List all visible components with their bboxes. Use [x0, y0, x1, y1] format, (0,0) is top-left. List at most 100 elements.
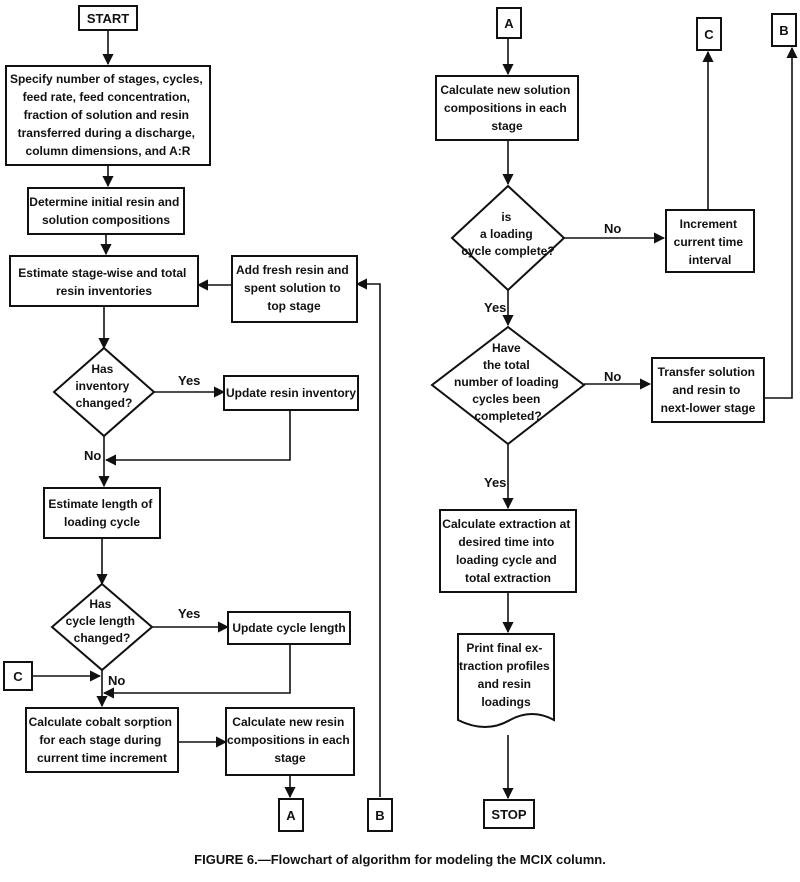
connector-c-left: C [3, 661, 33, 691]
label-total-yes: Yes [484, 475, 506, 490]
connector-b-bottom: B [367, 798, 393, 832]
calc-cobalt-line-3: current time increment [37, 751, 167, 765]
update-cycle-length-text: Update cycle length [232, 621, 345, 635]
estimate-inv-line-2: resin inventories [56, 284, 152, 298]
add-fresh-resin-box: Add fresh resin and spent solution to to… [231, 255, 358, 323]
determine-initial-box: Determine initial resin and solution com… [27, 187, 185, 235]
specify-parameters-text: Specify number of stages, cycles, feed r… [10, 72, 206, 158]
label-total-no: No [604, 369, 621, 384]
is-loading-text: is a loading cycle complete? [461, 210, 554, 258]
has-cycle-line-3: changed? [74, 631, 131, 645]
transfer-line-1: Transfer solution [658, 365, 755, 379]
has-cycle-text: Has cycle length changed? [66, 597, 139, 645]
label-loading-yes: Yes [484, 300, 506, 315]
label-cycle-no: No [108, 673, 125, 688]
increment-time-text: Increment current time interval [674, 217, 747, 267]
has-inventory-line-3: changed? [76, 396, 133, 410]
calc-new-resin-box: Calculate new resin compositions in each… [225, 707, 355, 776]
print-final-text: Print final ex- traction profiles and re… [459, 641, 553, 709]
has-inventory-line-1: Has [91, 362, 113, 376]
label-inventory-no: No [84, 448, 101, 463]
connector-b-top: B [771, 13, 797, 47]
increment-line-2: current time [674, 235, 744, 249]
calc-new-solution-box: Calculate new solution compositions in e… [435, 75, 579, 141]
have-total-cycles-decision: Have the total number of loading cycles … [430, 325, 586, 446]
label-inventory-yes: Yes [178, 373, 200, 388]
connector-a-bottom: A [278, 798, 304, 832]
edge-transfer-to-b [764, 46, 798, 399]
print-final-line-2: traction profiles [459, 659, 550, 673]
label-cycle-yes: Yes [178, 606, 200, 621]
start-terminal: START [78, 5, 138, 31]
calc-extraction-line-2: desired time into [458, 535, 554, 549]
have-total-line-1: Have [492, 341, 521, 355]
edge-labels: Yes No Yes No No Yes No Yes [84, 221, 621, 688]
transfer-solution-box: Transfer solution and resin to next-lowe… [651, 357, 765, 423]
specify-line-2: feed rate, feed concentration, [23, 90, 190, 104]
calc-extraction-text: Calculate extraction at desired time int… [442, 517, 573, 585]
edge-update-inv-merge [104, 410, 291, 466]
specify-line-4: transferred during a discharge, [18, 126, 195, 140]
stop-label: STOP [491, 807, 526, 822]
update-resin-inventory-text: Update resin inventory [226, 386, 356, 400]
add-fresh-line-1: Add fresh resin and [236, 263, 349, 277]
increment-time-box: Increment current time interval [665, 209, 755, 273]
start-label: START [87, 11, 129, 26]
have-total-text: Have the total number of loading cycles … [454, 341, 562, 423]
have-total-line-4: cycles been [472, 392, 540, 406]
increment-line-1: Increment [680, 217, 737, 231]
connector-b-top-label: B [779, 23, 788, 38]
calc-extraction-line-3: loading cycle and [456, 553, 557, 567]
is-loading-line-3: cycle complete? [461, 244, 554, 258]
calc-cobalt-sorption-box: Calculate cobalt sorption for each stage… [25, 707, 179, 773]
print-final-line-1: Print final ex- [466, 641, 542, 655]
has-inventory-line-2: inventory [75, 379, 129, 393]
estimate-length-box: Estimate length of loading cycle [43, 487, 161, 539]
transfer-line-2: and resin to [672, 383, 740, 397]
determine-initial-text: Determine initial resin and solution com… [29, 195, 182, 227]
have-total-line-3: number of loading [454, 375, 559, 389]
estimate-inventories-box: Estimate stage-wise and total resin inve… [9, 255, 199, 307]
increment-line-3: interval [689, 253, 732, 267]
estimate-inventories-text: Estimate stage-wise and total resin inve… [18, 266, 189, 298]
have-total-line-2: the total [483, 358, 530, 372]
print-final-document: Print final ex- traction profiles and re… [457, 633, 555, 728]
calc-cobalt-line-1: Calculate cobalt sorption [29, 715, 172, 729]
estimate-inv-line-1: Estimate stage-wise and total [18, 266, 186, 280]
calc-resin-line-1: Calculate new resin [232, 715, 344, 729]
edge-b-to-addfresh [355, 278, 381, 797]
calc-extraction-line-4: total extraction [465, 571, 551, 585]
flowchart: Yes No Yes No No Yes No Yes START Specif… [3, 5, 798, 832]
estimate-length-text: Estimate length of loading cycle [48, 497, 155, 529]
have-total-line-5: completed? [474, 409, 541, 423]
calc-new-solution-text: Calculate new solution compositions in e… [440, 83, 573, 133]
connector-a-top-label: A [504, 16, 514, 31]
label-loading-no: No [604, 221, 621, 236]
has-cycle-line-2: cycle length [66, 614, 135, 628]
is-loading-line-1: is [501, 210, 511, 224]
connector-c-top-label: C [704, 27, 714, 42]
determine-line-1: Determine initial resin and [29, 195, 179, 209]
add-fresh-line-2: spent solution to [244, 281, 341, 295]
update-cycle-length-box: Update cycle length [227, 611, 351, 645]
add-fresh-resin-text: Add fresh resin and spent solution to to… [236, 263, 352, 313]
connector-b-bottom-label: B [375, 808, 384, 823]
calc-resin-line-3: stage [274, 751, 306, 765]
determine-line-2: solution compositions [42, 213, 170, 227]
specify-line-5: column dimensions, and A:R [26, 144, 191, 158]
calc-cobalt-text: Calculate cobalt sorption for each stage… [29, 715, 176, 765]
calc-extraction-box: Calculate extraction at desired time int… [439, 509, 577, 593]
connector-c-top: C [696, 17, 722, 51]
edges [32, 30, 798, 800]
has-inventory-text: Has inventory changed? [75, 362, 132, 410]
transfer-line-3: next-lower stage [661, 401, 756, 415]
calc-cobalt-line-2: for each stage during [39, 733, 161, 747]
estimate-length-line-1: Estimate length of [48, 497, 153, 511]
connector-c-left-label: C [13, 669, 23, 684]
estimate-length-line-2: loading cycle [64, 515, 140, 529]
add-fresh-line-3: top stage [267, 299, 321, 313]
is-loading-cycle-complete-decision: is a loading cycle complete? [450, 184, 566, 292]
print-final-line-3: and resin [478, 677, 531, 691]
specify-line-1: Specify number of stages, cycles, [10, 72, 203, 86]
print-final-line-4: loadings [481, 695, 531, 709]
